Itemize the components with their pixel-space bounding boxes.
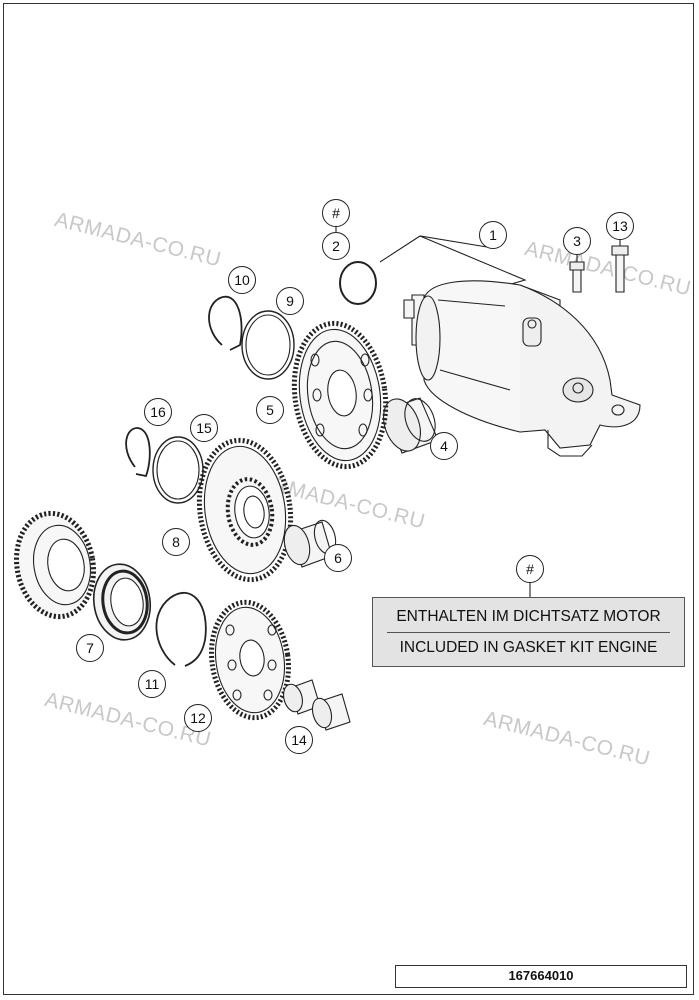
callout-8: 8 [162,528,190,556]
callout-1: 1 [479,221,507,249]
needle-bearings-14 [283,679,351,731]
callout-hash-top: # [322,199,350,227]
starter-motor [403,280,641,457]
needle-bearing-6 [283,519,337,568]
callout-6: 6 [324,544,352,572]
callout-13: 13 [606,212,634,240]
callout-3: 3 [563,227,591,255]
callout-15: 15 [190,414,218,442]
washer-9 [241,310,295,380]
legend-divider [387,632,670,633]
legend-german-text: ENTHALTEN IM DICHTSATZ MOTOR [396,608,661,625]
washer-15 [152,436,204,504]
circlip-10 [208,295,243,351]
gear-12 [209,599,291,721]
callout-10: 10 [228,266,256,294]
gear-8 [196,437,294,583]
callout-9: 9 [276,287,304,315]
callout-16: 16 [144,398,172,426]
gasket-kit-legend: ENTHALTEN IM DICHTSATZ MOTOR INCLUDED IN… [372,597,685,667]
gear-5 [291,320,389,470]
callout-2: 2 [322,232,350,260]
page-frame [3,3,694,995]
callout-12: 12 [184,704,212,732]
diagram-part-number: 167664010 [395,965,687,988]
circlip-11 [155,591,207,667]
gear-7-helical [14,510,96,620]
bolt-13 [611,245,629,293]
callout-7: 7 [76,634,104,662]
freewheel-7 [92,563,152,641]
callout-11: 11 [138,670,166,698]
legend-english-text: INCLUDED IN GASKET KIT ENGINE [399,639,658,656]
callout-4: 4 [430,432,458,460]
bolt-3 [569,261,585,293]
callout-5: 5 [256,396,284,424]
callout-14: 14 [285,726,313,754]
circlip-16 [125,427,151,478]
callout-hash-legend: # [516,555,544,583]
